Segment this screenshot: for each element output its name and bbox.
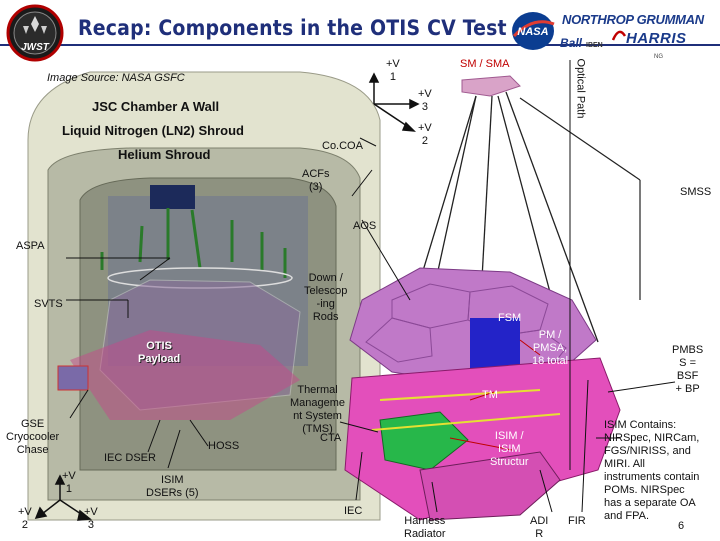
thermal-management-label: Thermal Manageme nt System (TMS) bbox=[290, 384, 345, 436]
chamber-label: JSC Chamber A Wall bbox=[92, 100, 219, 113]
aos-label: AOS bbox=[353, 220, 376, 233]
sm-sma-label: SM / SMA bbox=[460, 58, 510, 71]
bottom-axis-v3-label: +V 3 bbox=[84, 506, 98, 532]
page-number: 6 bbox=[678, 520, 684, 533]
hoss-label: HOSS bbox=[208, 440, 239, 453]
helium-shroud-label: Helium Shroud bbox=[118, 148, 210, 161]
gse-cryocooler-label: GSE Cryocooler Chase bbox=[6, 418, 59, 457]
upper-platform bbox=[150, 185, 195, 209]
top-axis-v1-label: +V 1 bbox=[386, 58, 400, 84]
tm-label: TM bbox=[482, 389, 498, 402]
top-axis-v3-label: +V 3 bbox=[418, 88, 432, 114]
isim-dsers-label: ISIM DSERs (5) bbox=[146, 474, 199, 500]
ln2-shroud-label: Liquid Nitrogen (LN2) Shroud bbox=[62, 124, 244, 137]
cta-label: CTA bbox=[320, 432, 341, 445]
isim-structure-label: ISIM / ISIM Structur bbox=[490, 430, 529, 469]
bottom-axis-v1-label: +V 1 bbox=[62, 470, 76, 496]
fsm-label: FSM bbox=[498, 312, 521, 325]
svts-label: SVTS bbox=[34, 298, 63, 311]
down-telescoping-rods-label: Down / Telescop -ing Rods bbox=[304, 272, 347, 324]
optical-path-label: Optical Path bbox=[574, 49, 587, 129]
otis-payload-label: OTIS Payload bbox=[138, 340, 180, 366]
smss-label: SMSS bbox=[680, 186, 711, 199]
iec-dser-label: IEC DSER bbox=[104, 452, 156, 465]
image-source: Image Source: NASA GSFC bbox=[47, 72, 185, 85]
isim-contains-note: ISIM Contains: NIRSpec, NIRCam, FGS/NIRI… bbox=[604, 419, 699, 523]
iec-label: IEC bbox=[344, 505, 362, 518]
gse-chase-box bbox=[58, 366, 88, 390]
aspa-label: ASPA bbox=[16, 240, 45, 253]
harness-radiator-label: Harness Radiator bbox=[404, 515, 446, 541]
bottom-axis-v2-label: +V 2 bbox=[18, 506, 32, 532]
fir-label: FIR bbox=[568, 515, 586, 528]
top-axis-v2-label: +V 2 bbox=[418, 122, 432, 148]
secondary-mirror bbox=[462, 76, 520, 96]
adir-label: ADI R bbox=[530, 515, 548, 541]
acfs-label: ACFs (3) bbox=[302, 168, 330, 194]
pmbs-label: PMBS S = BSF + BP bbox=[672, 344, 703, 396]
cocoa-label: Co.COA bbox=[322, 140, 363, 153]
pm-pmsa-label: PM / PMSA, 18 total bbox=[532, 329, 568, 368]
